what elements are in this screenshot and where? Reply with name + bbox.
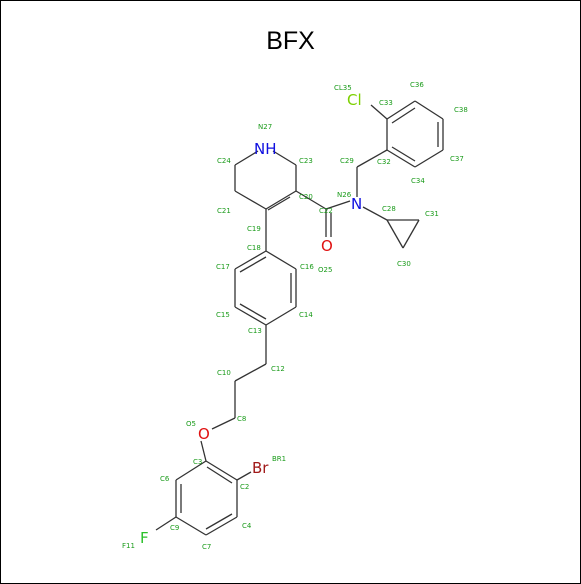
bond-c8-o5 [211,417,236,430]
bond-c14-c13 [265,306,297,326]
bond-c22-n26 [325,200,351,210]
bond-n26-c28 [362,206,388,221]
atom-label: C30 [397,260,411,268]
atom-label: C23 [299,157,313,165]
bond-c9-f11 [155,516,177,531]
bond-c34-c32-double [391,146,416,162]
bond-c17-c18-double [239,256,267,273]
bond-c18-c16 [265,250,297,270]
atom-label: C21 [217,207,231,215]
atom-label: C14 [299,311,313,319]
atom-label: CL35 [334,84,352,92]
atom-label: C38 [454,106,468,114]
atom-label: N27 [258,123,272,131]
atom-label: N26 [337,191,352,199]
bond-c13-c15 [234,306,267,326]
bonds [155,100,444,536]
bond-c12-c10 [234,363,267,382]
atom-labels: BR1 C2 C3 C4 O5 C6 C7 C8 C9 C10 F11 C12 … [122,81,468,551]
atom-label: C13 [248,327,262,335]
o5-symbol: O [198,425,210,443]
atom-label: C37 [450,155,464,163]
atom-label: C9 [170,524,179,532]
atom-label: O25 [318,266,332,274]
bond-c20-c19-double [267,196,291,211]
atom-label: C32 [377,158,391,166]
n26-symbol: N [351,195,362,213]
bond-c17-c18 [234,250,267,270]
atom-label: C2 [240,483,249,491]
bond-c29-c32 [356,149,388,168]
bond-c3-c2-double [206,466,233,484]
atom-label: O5 [186,420,196,428]
bond-c4-c7-double [205,513,233,530]
atom-label: C33 [379,99,393,107]
bond-c33-c36 [386,100,416,120]
bond-c34-c32 [386,149,416,168]
bond-c31-c30 [402,219,420,249]
atom-label: C19 [247,225,261,233]
bond-c13-c15-double [239,303,267,320]
atom-label: C28 [382,205,396,213]
bond-c33-c36-double [391,107,416,124]
bond-c6-c3 [175,460,207,481]
bond-c20-c19 [265,190,297,210]
atom-label: BR1 [272,455,286,463]
atom-label: C20 [299,193,313,201]
bond-c20-c22 [295,190,327,210]
atom-label: C22 [319,207,333,215]
bond-c24-n27 [234,150,259,166]
atom-label: F11 [122,542,135,550]
atom-label: C7 [202,543,211,551]
bond-c7-c9 [175,516,207,536]
atom-label: C24 [217,157,231,165]
atom-label: C36 [410,81,424,89]
element-symbols: NH Cl N O O Br F [140,91,362,547]
atom-label: C12 [271,365,285,373]
atom-label: C29 [340,157,354,165]
molecule-title: BFX [266,27,315,55]
bond-n27-c23 [272,150,297,166]
atom-label: C6 [160,475,170,483]
cl-symbol: Cl [347,91,362,109]
br-symbol: Br [252,459,269,477]
bond-c36-c38 [414,100,444,120]
atom-label: C18 [247,244,261,252]
atom-label: C16 [300,263,314,271]
atom-label: C17 [216,263,230,271]
atom-label: C34 [411,177,425,185]
f-symbol: F [140,529,149,547]
bond-c33-cl35 [370,104,388,120]
bond-c2-br1 [236,471,252,481]
atom-label: C4 [242,522,252,530]
bond-c19-c21 [234,190,267,210]
bond-c3-c2 [205,460,238,481]
atom-label: C31 [425,210,439,218]
bond-c37-c34 [414,149,444,168]
o25-symbol: O [321,237,333,255]
bond-o5-c3 [200,440,207,462]
nh-symbol: NH [254,140,277,158]
bond-c28-c30 [386,219,404,249]
atom-label: C15 [216,311,230,319]
bond-c4-c7 [205,516,238,536]
atom-label: C10 [217,369,231,377]
atom-label: C8 [237,415,246,423]
atom-label: C3 [193,458,202,466]
